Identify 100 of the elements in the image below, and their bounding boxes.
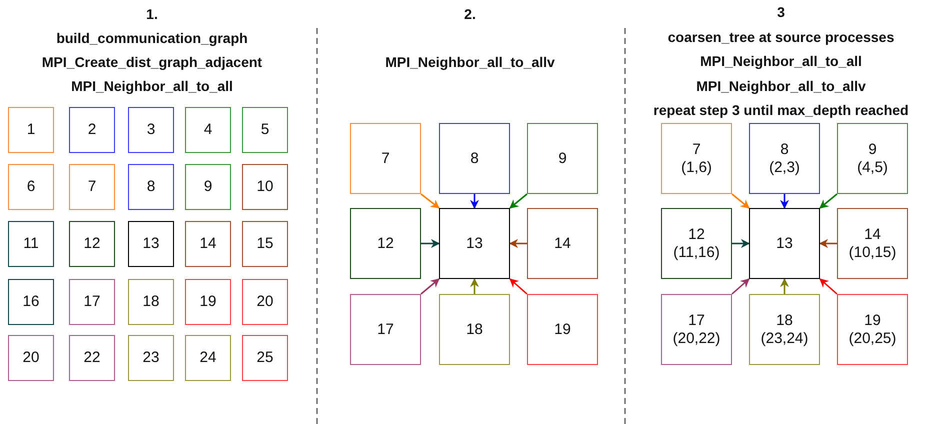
process-label: (4,5) bbox=[857, 158, 888, 176]
process-label: 10 bbox=[256, 178, 274, 196]
process-label: 2 bbox=[88, 121, 96, 139]
process-label: (23,24) bbox=[760, 330, 808, 348]
process-label: 22 bbox=[84, 349, 100, 367]
process-box bbox=[527, 294, 598, 365]
process-label: (20,22) bbox=[672, 330, 720, 348]
process-label: 6 bbox=[26, 178, 36, 196]
process-label: 3 bbox=[146, 121, 156, 139]
process-label: (11,16) bbox=[673, 244, 720, 262]
arrow bbox=[509, 239, 527, 248]
process-box bbox=[837, 294, 908, 365]
step-heading: MPI_Neighbor_all_to_all bbox=[71, 78, 233, 94]
process-label: 7 bbox=[381, 150, 390, 168]
process-label: 9 bbox=[558, 150, 567, 168]
process-box bbox=[242, 335, 288, 381]
step-heading: repeat step 3 until max_depth reached bbox=[653, 102, 909, 118]
process-box bbox=[8, 164, 54, 210]
step-heading: MPI_Create_dist_graph_adjacent bbox=[42, 54, 262, 70]
process-label: 18 bbox=[466, 320, 483, 338]
arrow bbox=[420, 278, 440, 295]
process-box bbox=[128, 164, 174, 210]
process-label: 17 bbox=[377, 320, 394, 338]
process-box bbox=[185, 279, 231, 325]
process-box bbox=[69, 164, 115, 210]
process-label: 19 bbox=[554, 320, 571, 338]
step-heading: coarsen_tree at source processes bbox=[668, 29, 894, 45]
process-label: 18 bbox=[776, 312, 793, 330]
process-label: 17 bbox=[84, 293, 100, 311]
arrow bbox=[470, 194, 479, 209]
process-box bbox=[128, 107, 174, 153]
process-label: 20 bbox=[22, 349, 40, 367]
process-box bbox=[439, 208, 510, 279]
step-heading: MPI_Neighbor_all_to_allv bbox=[696, 78, 866, 94]
process-label: 14 bbox=[200, 235, 216, 253]
process-box bbox=[185, 164, 231, 210]
process-box bbox=[8, 335, 54, 381]
process-label: (1,6) bbox=[681, 158, 712, 176]
process-box bbox=[128, 279, 174, 325]
arrow bbox=[509, 193, 528, 209]
step-heading: MPI_Neighbor_all_to_allv bbox=[385, 54, 555, 70]
process-box bbox=[837, 123, 908, 194]
process-box bbox=[8, 221, 54, 267]
step-heading: build_communication_graph bbox=[56, 30, 248, 46]
process-label: 12 bbox=[84, 235, 100, 253]
process-box bbox=[242, 164, 288, 210]
process-label: 8 bbox=[470, 150, 479, 168]
process-label: 13 bbox=[142, 235, 160, 253]
process-box bbox=[242, 107, 288, 153]
process-box bbox=[749, 208, 820, 279]
process-box bbox=[69, 335, 115, 381]
process-label: 19 bbox=[200, 293, 216, 311]
process-box bbox=[527, 123, 598, 194]
arrow bbox=[421, 239, 440, 248]
arrow bbox=[470, 278, 479, 294]
process-box bbox=[749, 123, 820, 194]
arrow bbox=[819, 278, 838, 295]
process-box bbox=[350, 294, 421, 365]
step-heading: MPI_Neighbor_all_to_all bbox=[700, 53, 862, 69]
process-label: 7 bbox=[692, 140, 701, 158]
process-box bbox=[8, 107, 54, 153]
process-box bbox=[749, 294, 820, 365]
process-label: 8 bbox=[146, 178, 156, 196]
process-box bbox=[527, 208, 598, 279]
process-label: 15 bbox=[256, 235, 274, 253]
process-box bbox=[242, 279, 288, 325]
process-box bbox=[185, 107, 231, 153]
process-label: 16 bbox=[22, 293, 40, 311]
process-label: 24 bbox=[200, 349, 216, 367]
step-heading: 2. bbox=[464, 6, 476, 22]
process-box bbox=[350, 208, 421, 279]
arrow bbox=[780, 194, 789, 209]
process-label: 23 bbox=[142, 349, 160, 367]
process-box bbox=[837, 208, 908, 279]
arrow bbox=[732, 193, 750, 209]
process-label: 13 bbox=[466, 234, 483, 252]
process-label: (2,3) bbox=[769, 158, 800, 176]
process-label: 1 bbox=[26, 121, 36, 139]
process-label: 12 bbox=[688, 226, 705, 244]
process-box bbox=[8, 279, 54, 325]
process-label: 18 bbox=[142, 293, 160, 311]
arrow bbox=[732, 239, 750, 248]
process-box bbox=[242, 221, 288, 267]
arrow bbox=[732, 278, 750, 295]
process-box bbox=[69, 107, 115, 153]
process-box bbox=[185, 221, 231, 267]
arrow bbox=[780, 278, 789, 294]
arrow bbox=[819, 193, 838, 209]
process-box bbox=[350, 123, 421, 194]
process-label: 25 bbox=[256, 349, 274, 367]
process-box bbox=[69, 279, 115, 325]
process-box bbox=[128, 335, 174, 381]
process-box bbox=[439, 123, 510, 194]
process-label: 5 bbox=[260, 121, 270, 139]
process-label: 20 bbox=[256, 293, 274, 311]
process-label: 13 bbox=[776, 234, 793, 252]
process-label: 7 bbox=[88, 178, 96, 196]
process-label: 14 bbox=[864, 226, 881, 244]
process-label: 14 bbox=[554, 234, 571, 252]
process-label: 9 bbox=[204, 178, 212, 196]
